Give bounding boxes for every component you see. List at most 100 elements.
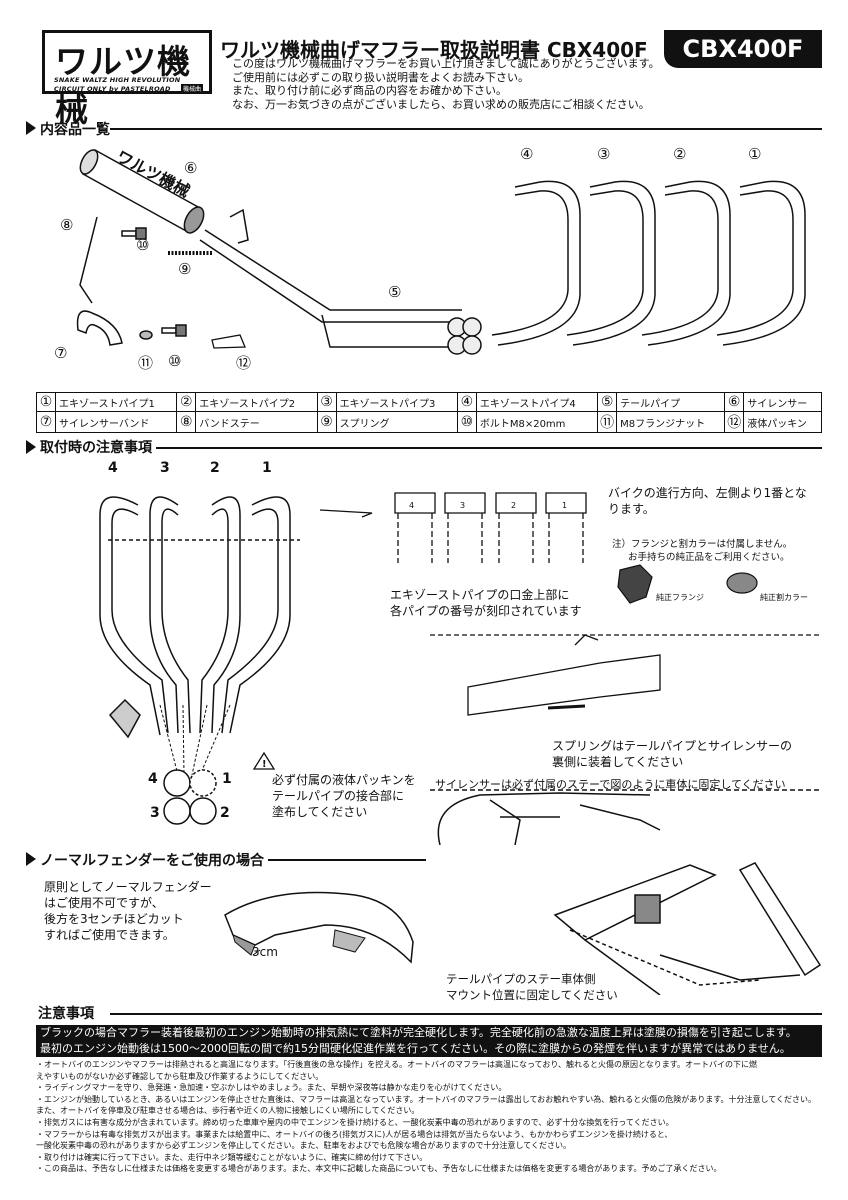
flange-tubes-drawing [320,493,586,563]
order-text: バイクの進行方向、左側より1番とな ります。 [608,485,807,517]
fender-heading: ノーマルフェンダーをご使用の場合 [40,853,264,869]
caution-line: ・ライディングマナーを守り、急発進・急加速・空ぶかしはやめましょう。また、早朝や… [36,1083,507,1093]
part-name: M8フランジナット [616,411,726,433]
part-number: ⑦ [36,411,56,433]
spring-note-line: 裏側に装着してください [552,755,684,769]
intro-line: また、取り付け前に必ず商品の内容をお確かめ下さい。 [232,84,507,97]
part-name: バンドステー [195,411,318,433]
part-number: ② [176,392,197,412]
packing-note-line: 塗布してください [272,805,368,819]
label-pipe-4: ④ [520,145,534,163]
exhaust-pipes-drawing [492,181,805,345]
install-heading: 取付時の注意事項 [40,440,152,456]
intro-line: ご使用前には必ずこの取り扱い説明書をよくお読み下さい。 [232,70,529,84]
part-number: ① [36,392,56,412]
pipe-number-1: 1 [262,460,272,476]
caution-line: ・取り付けは確実に行って下さい。また、走行中ネジ類等緩むことがないように、確実に… [36,1152,428,1162]
installation-diagram: ! [0,475,848,845]
pipe-number-4: 4 [108,460,118,476]
part-name: サイレンサー [743,392,822,412]
label-silencer: ⑥ [184,159,198,177]
section-rule [110,128,822,130]
document-title: ワルツ機械曲げマフラー取扱説明書 CBX400F [220,38,648,62]
part-name: テールパイプ [616,392,726,412]
engraved-note-line: エキゾーストパイプの口金上部に [390,588,570,602]
engraved-note-line: 各パイプの番号が刻印されています [390,604,582,618]
flange-note: 注）フランジと割カラーは付属しません。 お手持ちの純正品をご利用ください。 [612,538,792,564]
fender-text-line: はご使用不可ですが、 [44,896,164,910]
merge-number-1: 1 [222,771,232,787]
part-name: エキゾーストパイプ2 [195,392,318,412]
section-marker-icon [26,121,36,135]
stay-note: サイレンサーは必ず付属のステーで図のように車体に固定してください [435,778,786,791]
section-marker-icon [26,852,36,866]
merge-number-3: 3 [150,805,160,821]
label-pipe-2: ② [673,145,687,163]
logo-text: ワルツ機械 [55,42,191,129]
section-marker-icon [26,440,36,454]
flange-number-1: 1 [562,501,568,510]
intro-text: この度はワルツ機械曲げマフラーをお買い上げ頂きまして誠にありがとうございます。 … [232,57,660,111]
part-name: エキゾーストパイプ1 [54,392,178,412]
caution-line: 一酸化炭素中毒の恐れがありますから必ずエンジンを停止してください。また、駐車をお… [36,1141,572,1151]
spring-note-line: スプリングはテールパイプとサイレンサーの [552,739,793,753]
intro-line: この度はワルツ機械曲げマフラーをお買い上げ頂きまして誠にありがとうございます。 [232,57,660,70]
contents-heading: 内容品一覧 [40,122,110,138]
part-number: ④ [456,392,477,412]
label-bolt: ⑩ [136,236,150,254]
caution-line: ・マフラーからは有毒な排気ガスが出ます。事業または給置中に、オートバイの後ろ(排… [36,1129,673,1139]
label-spring: ⑨ [178,260,192,278]
warning-icon-mark: ! [262,759,267,770]
pipe-number-2: 2 [210,460,220,476]
frame-stay-drawing [430,790,822,845]
part-name: エキゾーストパイプ3 [335,392,458,412]
caution-line: ・エンジンが始動しているとき、あるいはエンジンを停止させた直後は、マフラーは高温… [36,1094,816,1104]
packing-note-line: 必ず付属の液体パッキンを [272,773,416,787]
part-number: ⑥ [724,392,745,412]
order-text-line: バイクの進行方向、左側より1番とな [608,486,807,500]
collar-label: 純正割カラー [760,593,808,602]
label-nut: ⑪ [138,354,154,372]
engraved-note: エキゾーストパイプの口金上部に 各パイプの番号が刻印されています [390,587,582,619]
section-rule [110,1013,822,1015]
part-name: エキゾーストパイプ4 [475,392,599,412]
flange-collar-drawing [618,565,757,603]
flange-note-line: お手持ちの純正品をご利用ください。 [628,552,790,563]
part-number: ⑫ [724,411,745,433]
caution-line: ・排気ガスには有害な成分が含まれています。締め切った車庫や屋内の中でエンジンを掛… [36,1117,674,1127]
label-band-stay: ⑧ [60,216,74,234]
bolt-drawing [122,228,186,339]
part-name: ボルトM8×20mm [475,411,599,433]
caution-box-line: ブラックの場合マフラー装着後最初のエンジン始動時の排気熱にて塗料が完全硬化します… [40,1026,797,1039]
pipe-number-3: 3 [160,460,170,476]
caution-list: ・オートバイのエンジンやマフラーは排熱されると高温になります。「行後直後の急な操… [36,1059,826,1175]
mount-detail-drawing [540,855,830,995]
flange-number-2: 2 [511,501,517,510]
model-badge: CBX400F [664,30,822,68]
silencer-band-drawing [78,311,122,345]
front-pipes-drawing [100,497,300,737]
packing-note: 必ず付属の液体パッキンを テールパイプの接合部に 塗布してください [272,772,416,820]
logo-badge: 機械曲 [180,84,203,93]
caution-heading: 注意事項 [38,1006,94,1022]
section-rule [156,447,822,449]
label-packing: ⑫ [236,354,252,372]
part-number: ⑪ [597,411,618,433]
mount-note-line: テールパイプのステー車体側 [446,972,596,986]
fender-text-line: 後方を3センチほどカット [44,912,184,926]
caution-line: ・オートバイのエンジンやマフラーは排熱されると高温になります。「行後直後の急な操… [36,1060,757,1069]
mount-note-line: マウント位置に固定してください [446,988,618,1002]
part-number: ⑧ [176,411,197,433]
label-bolt-2: ⑩ [168,352,182,370]
packing-tube-drawing [212,335,245,348]
silencer-joint-drawing [430,635,822,715]
caution-line: ・この商品は、予告なしに仕様または価格を変更する場合があります。また、本文中に記… [36,1164,722,1174]
part-number: ③ [316,392,337,412]
flange-number-4: 4 [409,501,415,510]
flange-number-3: 3 [460,501,466,510]
collector-circles-drawing [164,770,216,824]
caution-box-line: 最初のエンジン始動後は1500～2000回転の間で約15分間硬化促進作業を行って… [40,1042,791,1055]
label-silencer-band: ⑦ [54,344,68,362]
